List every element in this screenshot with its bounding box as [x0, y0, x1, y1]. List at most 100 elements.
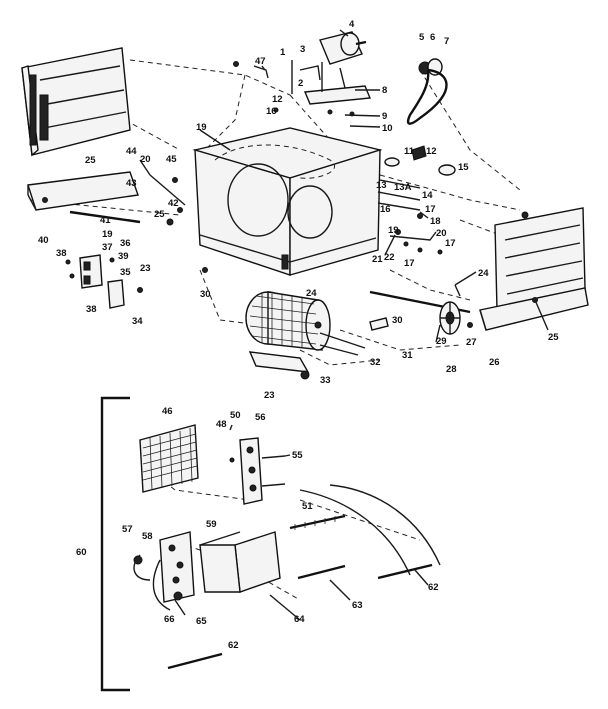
part-label: 28 [446, 364, 457, 375]
rods [167, 563, 433, 670]
part-label: 6 [430, 32, 435, 43]
part-label: 13 [376, 180, 387, 191]
part-label: 30 [200, 289, 211, 300]
part-label: 25 [154, 209, 165, 220]
right-base-tray [479, 287, 589, 331]
part-label: 25 [85, 155, 96, 166]
part-label: 23 [264, 390, 275, 401]
part-label: 47 [255, 56, 266, 67]
part-label: 31 [402, 350, 413, 361]
part-label: 21 [372, 254, 383, 265]
part-label: 35 [120, 267, 131, 278]
assembly-dashed-lines [29, 59, 521, 601]
part-label: 29 [436, 336, 447, 347]
part-label: 39 [118, 251, 129, 262]
small-hardware-top [233, 60, 293, 113]
part-label: 5 [419, 32, 425, 43]
part-label: 4 [349, 19, 355, 30]
fan-wheel-small [439, 301, 461, 335]
main-housing [192, 127, 383, 276]
left-hardware [65, 159, 186, 309]
part-label: 18 [430, 216, 441, 227]
part-number-labels: 4 5 6 7 1 3 47 2 8 9 10 12 16 19 11 12 1… [38, 19, 559, 651]
part-label: 46 [162, 406, 173, 417]
part-label: 3 [300, 44, 305, 55]
pulley-and-belt [406, 58, 448, 125]
part-label: 62 [228, 640, 239, 651]
part-label: 19 [102, 229, 113, 240]
bottom-plate [248, 351, 310, 380]
part-label: 60 [76, 547, 87, 558]
heating-element-rod [289, 514, 346, 530]
part-label: 65 [196, 616, 207, 627]
part-label: 19 [388, 225, 399, 236]
part-label: 41 [100, 215, 111, 226]
part-label: 12 [272, 94, 283, 105]
part-label: 36 [120, 238, 131, 249]
part-label: 19 [196, 122, 207, 133]
part-label: 34 [132, 316, 143, 327]
part-label: 66 [164, 614, 175, 625]
part-label: 9 [382, 111, 387, 122]
part-label: 22 [384, 252, 395, 263]
part-label: 45 [166, 154, 177, 165]
part-label: 16 [380, 204, 391, 215]
heater-box [199, 531, 281, 593]
motor-bracket [299, 62, 372, 117]
part-label: 24 [306, 288, 317, 299]
part-label: 20 [140, 154, 151, 165]
right-side-hardware [377, 145, 456, 255]
part-label: 16 [266, 106, 277, 117]
part-label: 24 [478, 268, 489, 279]
part-label: 42 [168, 198, 179, 209]
part-label: 59 [206, 519, 217, 530]
clip-parts [369, 284, 473, 331]
motor [319, 31, 367, 65]
part-label: 7 [444, 36, 449, 47]
blower-wheel [245, 291, 331, 351]
thermostat-bracket [229, 437, 286, 505]
part-label: 20 [436, 228, 447, 239]
part-label: 11 [404, 146, 415, 157]
part-label: 23 [140, 263, 151, 274]
part-label: 10 [382, 123, 393, 134]
part-label: 62 [428, 582, 439, 593]
part-label: 17 [425, 204, 436, 215]
heater-cover-outline [299, 484, 441, 576]
part-label: 30 [392, 315, 403, 326]
heater-subassembly-bracket [100, 396, 130, 692]
part-label: 17 [445, 238, 456, 249]
part-label: 12 [426, 146, 437, 157]
part-label: 57 [122, 524, 133, 535]
part-label: 55 [292, 450, 303, 461]
part-label: 51 [302, 501, 313, 512]
part-label: 56 [255, 412, 266, 423]
part-label: 64 [294, 614, 305, 625]
part-label: 33 [320, 375, 331, 386]
part-label: 32 [370, 357, 381, 368]
heater-grille [139, 424, 199, 493]
part-label: 38 [86, 304, 97, 315]
part-label: 38 [56, 248, 67, 259]
part-label: 8 [382, 85, 387, 96]
part-label: 37 [102, 242, 113, 253]
part-label: 13A [394, 182, 412, 193]
part-label: 14 [422, 190, 433, 201]
left-side-panel [21, 47, 131, 157]
part-label: 2 [298, 78, 303, 89]
part-label: 25 [548, 332, 559, 343]
part-label: 17 [404, 258, 415, 269]
part-label: 63 [352, 600, 363, 611]
leader-lines [174, 29, 549, 621]
left-base-tray [27, 171, 139, 211]
part-label: 40 [38, 235, 49, 246]
part-label: 1 [280, 47, 286, 58]
part-label: 27 [466, 337, 477, 348]
part-label: 15 [458, 162, 469, 173]
terminal-block [133, 531, 195, 611]
part-label: 48 [216, 419, 227, 430]
part-label: 26 [489, 357, 500, 368]
part-label: 44 [126, 146, 137, 157]
